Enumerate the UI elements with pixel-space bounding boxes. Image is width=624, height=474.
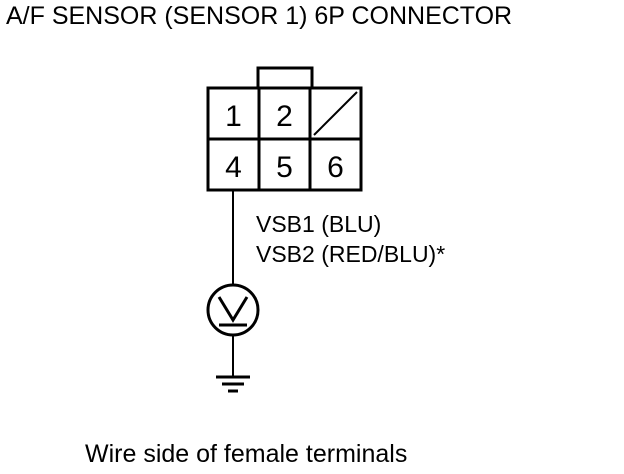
pin-6-label: 6 [327,151,344,184]
diagram-caption: Wire side of female terminals [85,440,407,468]
pin-4-label: 4 [225,151,242,184]
wire-label-vsb1: VSB1 (BLU) [256,211,381,237]
diagram-title: A/F SENSOR (SENSOR 1) 6P CONNECTOR [6,2,512,30]
pin-5-label: 5 [276,151,293,184]
pin-2-label: 2 [276,100,293,133]
ground-icon [216,375,250,393]
connector-latch [256,66,314,90]
connector-body [206,86,363,192]
blank-cavity-mark [313,91,358,136]
wire-label-vsb2: VSB2 (RED/BLU)* [256,241,445,267]
pin-1-label: 1 [225,100,242,133]
voltmeter-icon [206,283,260,337]
